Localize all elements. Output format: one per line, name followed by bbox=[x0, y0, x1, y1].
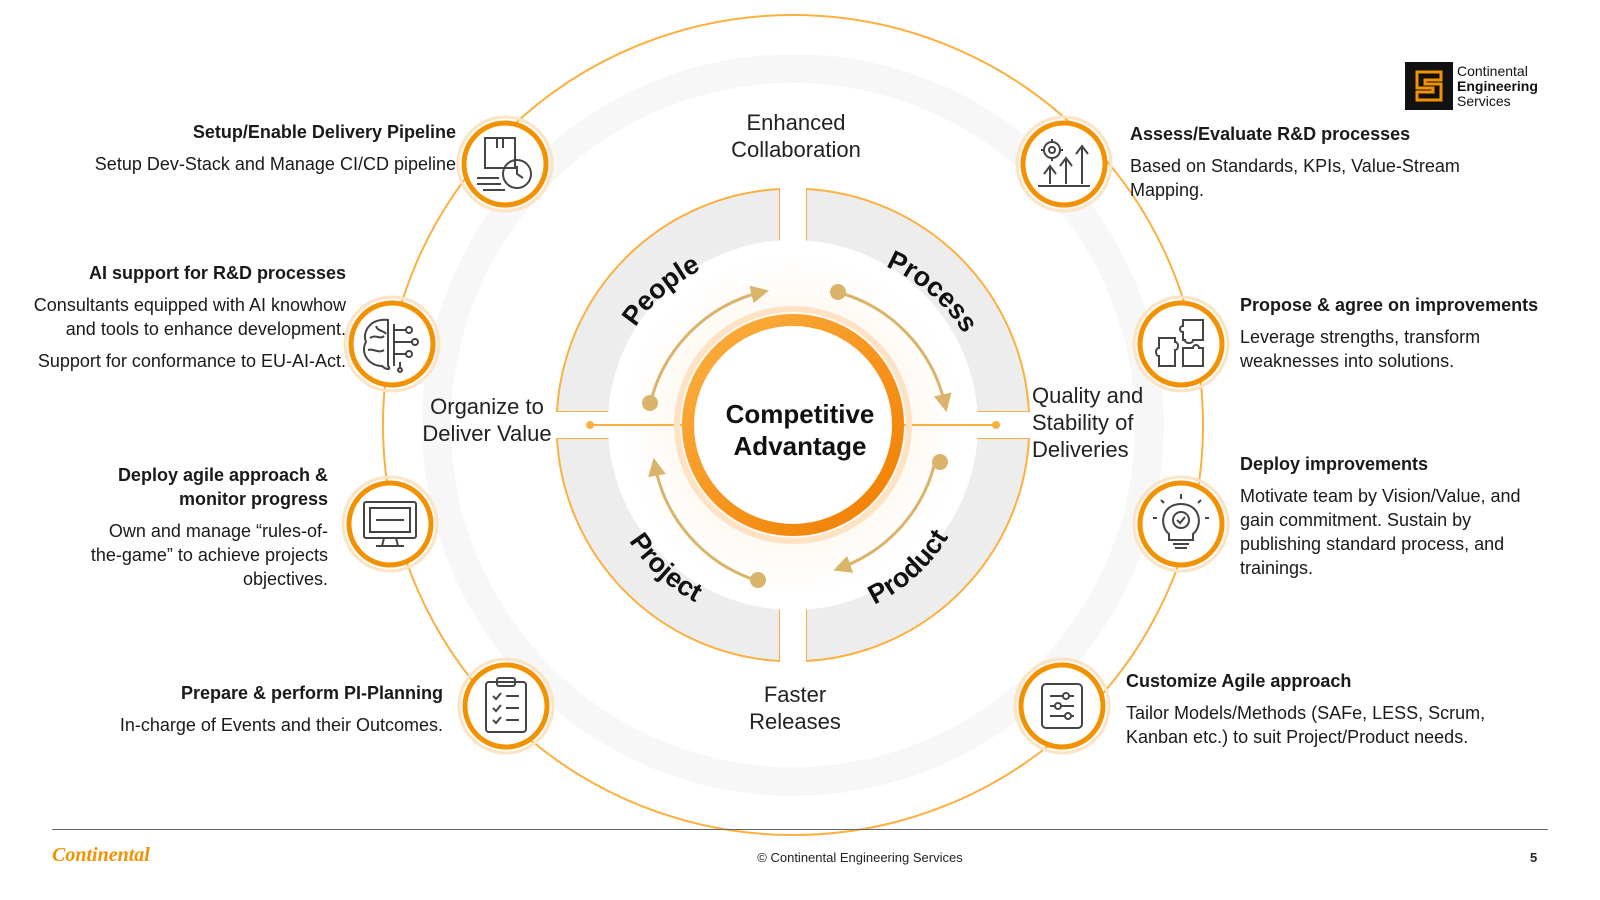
footer-divider bbox=[52, 829, 1548, 830]
footer-copyright: © Continental Engineering Services bbox=[757, 850, 963, 865]
connector-ring bbox=[382, 14, 1204, 836]
footer-brand: Continental bbox=[52, 844, 150, 866]
company-logo: Continental Engineering Services bbox=[1405, 62, 1545, 110]
monitor-icon bbox=[341, 475, 439, 573]
left-item-ai-support: AI support for R&D processes Consultants… bbox=[33, 263, 346, 371]
arrow-project bbox=[648, 457, 756, 582]
logo-mark-icon bbox=[1405, 62, 1453, 110]
delivery-pipeline-icon bbox=[456, 115, 554, 213]
right-item-deploy-improvements: Deploy improvements Motivate team by Vis… bbox=[1240, 454, 1521, 578]
logo-text: Continental Engineering Services bbox=[1457, 63, 1538, 109]
arrow-people bbox=[648, 285, 770, 406]
arrow-process bbox=[836, 290, 952, 413]
gear-growth-icon bbox=[1015, 115, 1113, 213]
ai-brain-icon bbox=[343, 295, 441, 393]
left-item-agile-approach: Deploy agile approach & monitor progress… bbox=[90, 465, 328, 589]
left-item-pi-planning: Prepare & perform PI-Planning In-charge … bbox=[119, 683, 443, 735]
cycle-arrows bbox=[648, 285, 952, 582]
page-number: 5 bbox=[1530, 850, 1538, 865]
puzzle-icon bbox=[1132, 295, 1230, 393]
right-item-assess: Assess/Evaluate R&D processes Based on S… bbox=[1130, 124, 1460, 200]
center-circle bbox=[682, 314, 904, 536]
right-item-customize-agile: Customize Agile approach Tailor Models/M… bbox=[1126, 671, 1486, 747]
checklist-clipboard-icon bbox=[457, 657, 555, 755]
arrow-product bbox=[833, 461, 937, 573]
lightbulb-gear-icon bbox=[1132, 475, 1230, 573]
sliders-icon bbox=[1013, 657, 1111, 755]
left-item-delivery-pipeline: Setup/Enable Delivery Pipeline Setup Dev… bbox=[94, 122, 456, 174]
right-item-propose: Propose & agree on improvements Leverage… bbox=[1240, 295, 1539, 371]
